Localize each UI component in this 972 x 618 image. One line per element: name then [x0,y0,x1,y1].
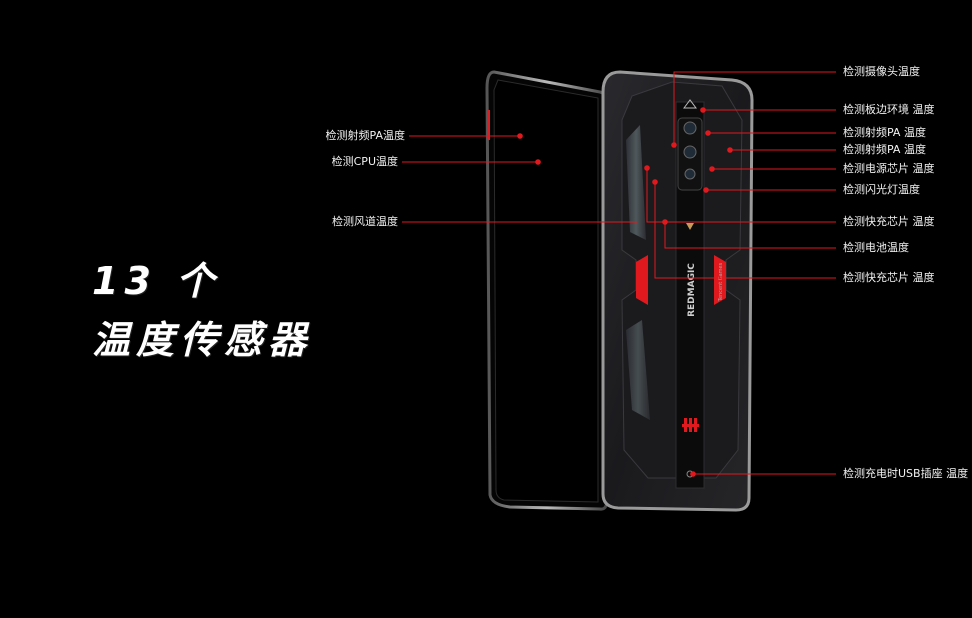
sensor-dot [727,147,733,153]
copper-triangle-icon [686,223,694,230]
sensor-label-battery: 检测电池温度 [843,241,909,254]
headline-title: 温度传感器 [92,318,313,362]
sensor-label-left-air-duct: 检测风道温度 [332,215,398,228]
sensor-label-usb-port: 检测充电时USB插座 温度 [843,467,969,480]
redmagic-logo-text: REDMAGIC [687,263,697,317]
sensor-dot [703,187,709,193]
sensor-label-flash: 检测闪光灯温度 [843,183,920,196]
sensor-dot [652,179,658,185]
sensor-label-left-cpu: 检测CPU温度 [331,155,398,168]
sensor-label-fast-charge-2: 检测快充芯片 温度 [843,271,935,284]
sensor-dot [662,219,668,225]
sensor-dot [671,142,677,148]
phone-back-view: REDMAGIC Tencent Games [601,70,754,512]
sensor-label-left-rf-pa: 检测射频PA温度 [325,129,405,142]
logo-triangle-icon [683,99,697,109]
redmagic-emblem-icon [682,418,699,432]
sensor-label-power-chip: 检测电源芯片 温度 [843,162,935,175]
sensor-dot [700,107,706,113]
sensor-dot [644,165,650,171]
sensor-label-rf-pa-1: 检测射频PA 温度 [843,126,926,139]
shoulder-trigger-icon [487,110,490,140]
left-red-strip-icon [636,255,648,305]
sensor-dots [517,107,733,477]
sensor-label-fast-charge-1: 检测快充芯片 温度 [843,215,935,228]
phone-side-view [485,70,609,511]
sensor-dot [535,159,541,165]
headline-count: 13 个 [92,259,221,303]
sensor-dot [709,166,715,172]
callout-lines [402,71,836,475]
sensor-label-camera: 检测摄像头温度 [843,65,920,78]
sensor-dot [690,471,696,477]
sensor-dot [705,130,711,136]
sensor-label-rf-pa-2: 检测射频PA 温度 [843,143,926,156]
right-red-strip-icon [714,255,726,305]
sensor-label-board-edge: 检测板边环境 温度 [843,103,935,116]
tencent-games-logo: Tencent Games [718,262,724,302]
sensor-dot [517,133,523,139]
